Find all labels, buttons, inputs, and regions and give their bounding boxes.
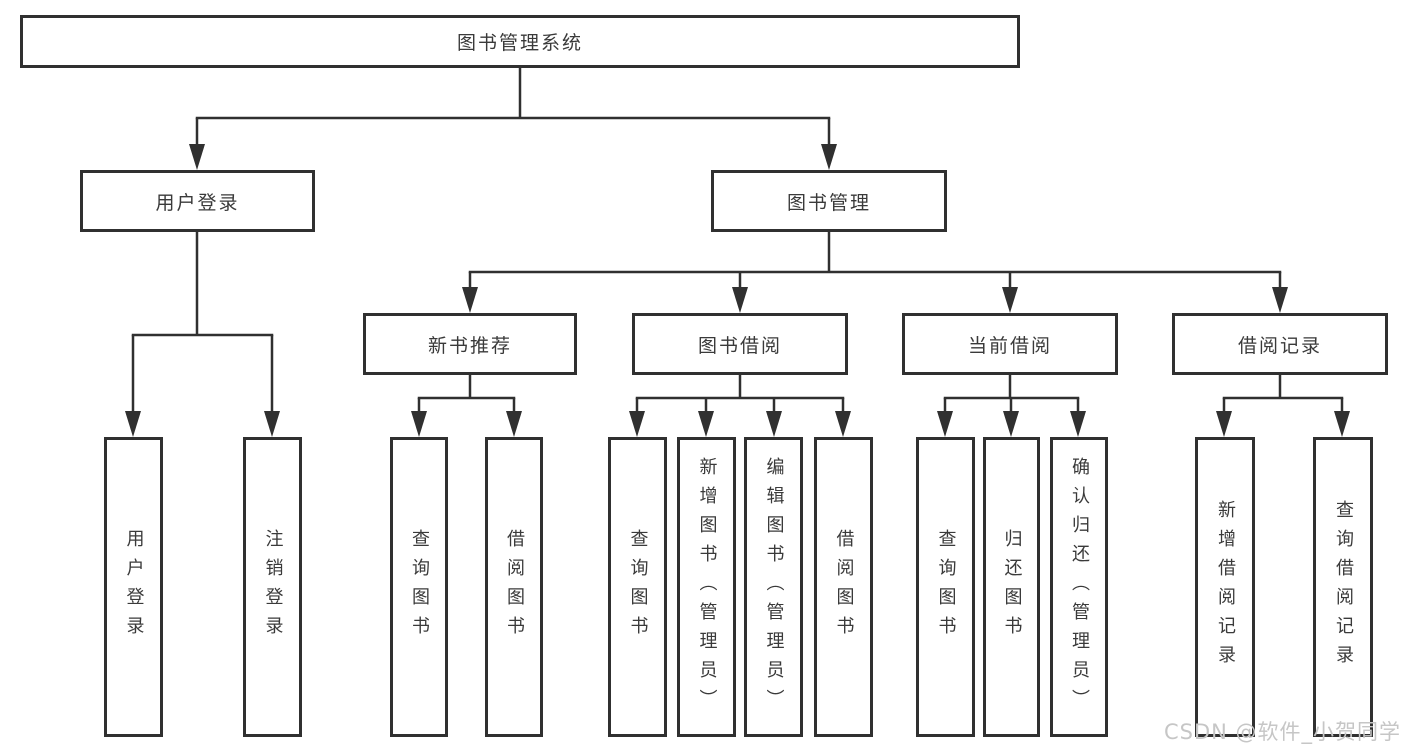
node-leaf-borrow-books-2: 借阅图书 bbox=[814, 437, 873, 737]
arrowhead-icon bbox=[125, 411, 141, 437]
node-leaf-add-books: 新增图书（管理员） bbox=[677, 437, 736, 737]
arrowhead-icon bbox=[629, 411, 645, 437]
arrowhead-icon bbox=[1334, 411, 1350, 437]
arrowhead-icon bbox=[264, 411, 280, 437]
arrowhead-icon bbox=[1216, 411, 1232, 437]
arrowhead-icon bbox=[821, 144, 837, 170]
node-root: 图书管理系统 bbox=[20, 15, 1020, 68]
node-user-login: 用户登录 bbox=[80, 170, 315, 232]
arrowhead-icon bbox=[1003, 411, 1019, 437]
arrowhead-icon bbox=[462, 287, 478, 313]
node-leaf-borrow-books-1: 借阅图书 bbox=[485, 437, 543, 737]
node-current-borrow: 当前借阅 bbox=[902, 313, 1118, 375]
node-leaf-query-books-1: 查询图书 bbox=[390, 437, 448, 737]
arrowhead-icon bbox=[1002, 287, 1018, 313]
arrowhead-icon bbox=[506, 411, 522, 437]
node-leaf-edit-books: 编辑图书（管理员） bbox=[744, 437, 803, 737]
node-leaf-return-books: 归还图书 bbox=[983, 437, 1040, 737]
csdn-watermark: CSDN @软件_小贺同学 bbox=[1164, 720, 1402, 744]
arrowhead-icon bbox=[766, 411, 782, 437]
node-book-borrow: 图书借阅 bbox=[632, 313, 848, 375]
arrowhead-icon bbox=[189, 144, 205, 170]
node-leaf-query-books-2: 查询图书 bbox=[608, 437, 667, 737]
node-leaf-query-books-3: 查询图书 bbox=[916, 437, 975, 737]
node-leaf-query-borrow-record: 查询借阅记录 bbox=[1313, 437, 1373, 737]
arrowhead-icon bbox=[698, 411, 714, 437]
arrowhead-icon bbox=[411, 411, 427, 437]
node-leaf-add-borrow-record: 新增借阅记录 bbox=[1195, 437, 1255, 737]
node-leaf-user-login: 用户登录 bbox=[104, 437, 163, 737]
node-leaf-confirm-return: 确认归还（管理员） bbox=[1050, 437, 1108, 737]
arrowhead-icon bbox=[1070, 411, 1086, 437]
node-leaf-logout: 注销登录 bbox=[243, 437, 302, 737]
arrowhead-icon bbox=[732, 287, 748, 313]
node-new-book-recommend: 新书推荐 bbox=[363, 313, 577, 375]
arrowhead-icon bbox=[835, 411, 851, 437]
node-book-mgmt: 图书管理 bbox=[711, 170, 947, 232]
node-borrow-records: 借阅记录 bbox=[1172, 313, 1388, 375]
arrowhead-icon bbox=[1272, 287, 1288, 313]
arrowhead-icon bbox=[937, 411, 953, 437]
